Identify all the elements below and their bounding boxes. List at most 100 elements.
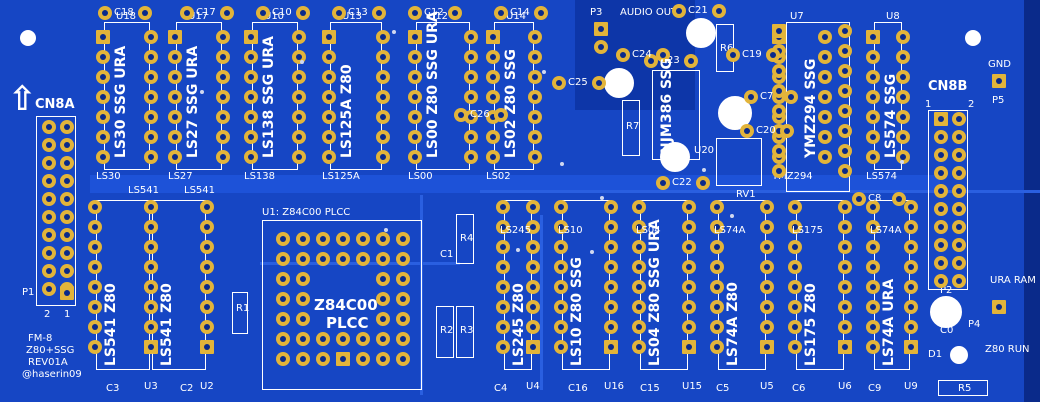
gnd-pin[interactable] (992, 74, 1006, 88)
pin-pad (322, 110, 336, 124)
pin-pad (896, 70, 910, 84)
pin-pad (296, 352, 310, 366)
pin-pad (376, 50, 390, 64)
rv1-label: RV1 (736, 189, 756, 200)
pin-pad (144, 50, 158, 64)
pin-pad (376, 232, 390, 246)
pin-pad (554, 320, 568, 334)
ic-ref: U6 (838, 381, 852, 392)
pin-pad (552, 76, 566, 90)
pin-pad (818, 150, 832, 164)
pin-pad (408, 6, 422, 20)
pin-pad (772, 144, 786, 158)
pin-pad (332, 6, 346, 20)
pin-pad (528, 70, 542, 84)
cap-label: C21 (688, 5, 708, 16)
pin-pad (760, 340, 774, 354)
pin-pad (42, 120, 56, 134)
p3-pin[interactable] (594, 40, 608, 54)
cap-label: C7 (760, 91, 774, 102)
pin-pad (838, 260, 852, 274)
pin-pad (42, 228, 56, 242)
pin-pad (866, 280, 880, 294)
pin-pad (296, 6, 310, 20)
pin-pad (372, 6, 386, 20)
pin-pad (766, 48, 780, 62)
pin-pad (788, 280, 802, 294)
pin-pad (866, 90, 880, 104)
pin-pad (244, 110, 258, 124)
pin-pad (88, 200, 102, 214)
pin-pad (682, 240, 696, 254)
pin-pad (322, 130, 336, 144)
pin-pad (486, 30, 500, 44)
pin-pad (376, 272, 390, 286)
p3-pin[interactable] (594, 22, 608, 36)
pin-pad (168, 50, 182, 64)
pin-pad (866, 220, 880, 234)
pin-pad (760, 300, 774, 314)
pin-pad (296, 252, 310, 266)
pin-pad (408, 130, 422, 144)
pin-pad (42, 138, 56, 152)
pin-1-label-right: 1 (925, 99, 932, 110)
pin-pad (632, 340, 646, 354)
pin-pad (144, 320, 158, 334)
ic-top-label: LS175 (792, 225, 824, 236)
pin-pad (396, 292, 410, 306)
cap-label: C10 (272, 7, 292, 18)
pin-pad (464, 90, 478, 104)
pin-pad (356, 352, 370, 366)
pin-pad (376, 352, 390, 366)
pin-pad (408, 90, 422, 104)
amp-label: NJM386 SSG (659, 58, 675, 154)
r1-label: R1 (236, 303, 250, 314)
pin-pad (682, 340, 696, 354)
trace-c (540, 215, 543, 390)
pin-pad (376, 150, 390, 164)
pin-pad (772, 84, 786, 98)
pin-pad (496, 320, 510, 334)
cpu-outline (262, 220, 422, 390)
pin-pad (494, 108, 508, 122)
pin-pad (866, 300, 880, 314)
pin-pad (838, 240, 852, 254)
pin-pad (322, 90, 336, 104)
pin-pad (216, 30, 230, 44)
pin-pad (96, 110, 110, 124)
pin-pad (292, 130, 306, 144)
pin-pad (528, 30, 542, 44)
via (392, 30, 396, 34)
gnd-label: GND (988, 59, 1011, 70)
pin-pad (772, 24, 786, 38)
pin-pad (710, 240, 724, 254)
pin-pad (760, 260, 774, 274)
ic-top-label: LS10 (558, 225, 583, 236)
pin-pad (710, 340, 724, 354)
pin-pad (866, 70, 880, 84)
pin-pad (838, 24, 852, 38)
pin-pad (376, 332, 390, 346)
ic-ref: U18 (116, 11, 137, 22)
pin-pad (168, 130, 182, 144)
via (730, 214, 734, 218)
p4-pin[interactable] (992, 300, 1006, 314)
pin-pad (904, 220, 918, 234)
r1-outline (232, 292, 248, 334)
pin-pad (838, 64, 852, 78)
pin-pad (866, 30, 880, 44)
pin-pad (60, 174, 74, 188)
pin-pad (526, 200, 540, 214)
pin-pad (934, 256, 948, 270)
connector-label-left: CN8A (35, 97, 75, 112)
pin-pad (292, 150, 306, 164)
pin-pad (952, 256, 966, 270)
cap-label: C25 (568, 77, 588, 88)
pin-pad (632, 240, 646, 254)
pin-pad (96, 50, 110, 64)
pin-pad (682, 220, 696, 234)
c0-cap-icon (930, 296, 962, 328)
pin-pad (772, 164, 786, 178)
pin-pad (554, 280, 568, 294)
